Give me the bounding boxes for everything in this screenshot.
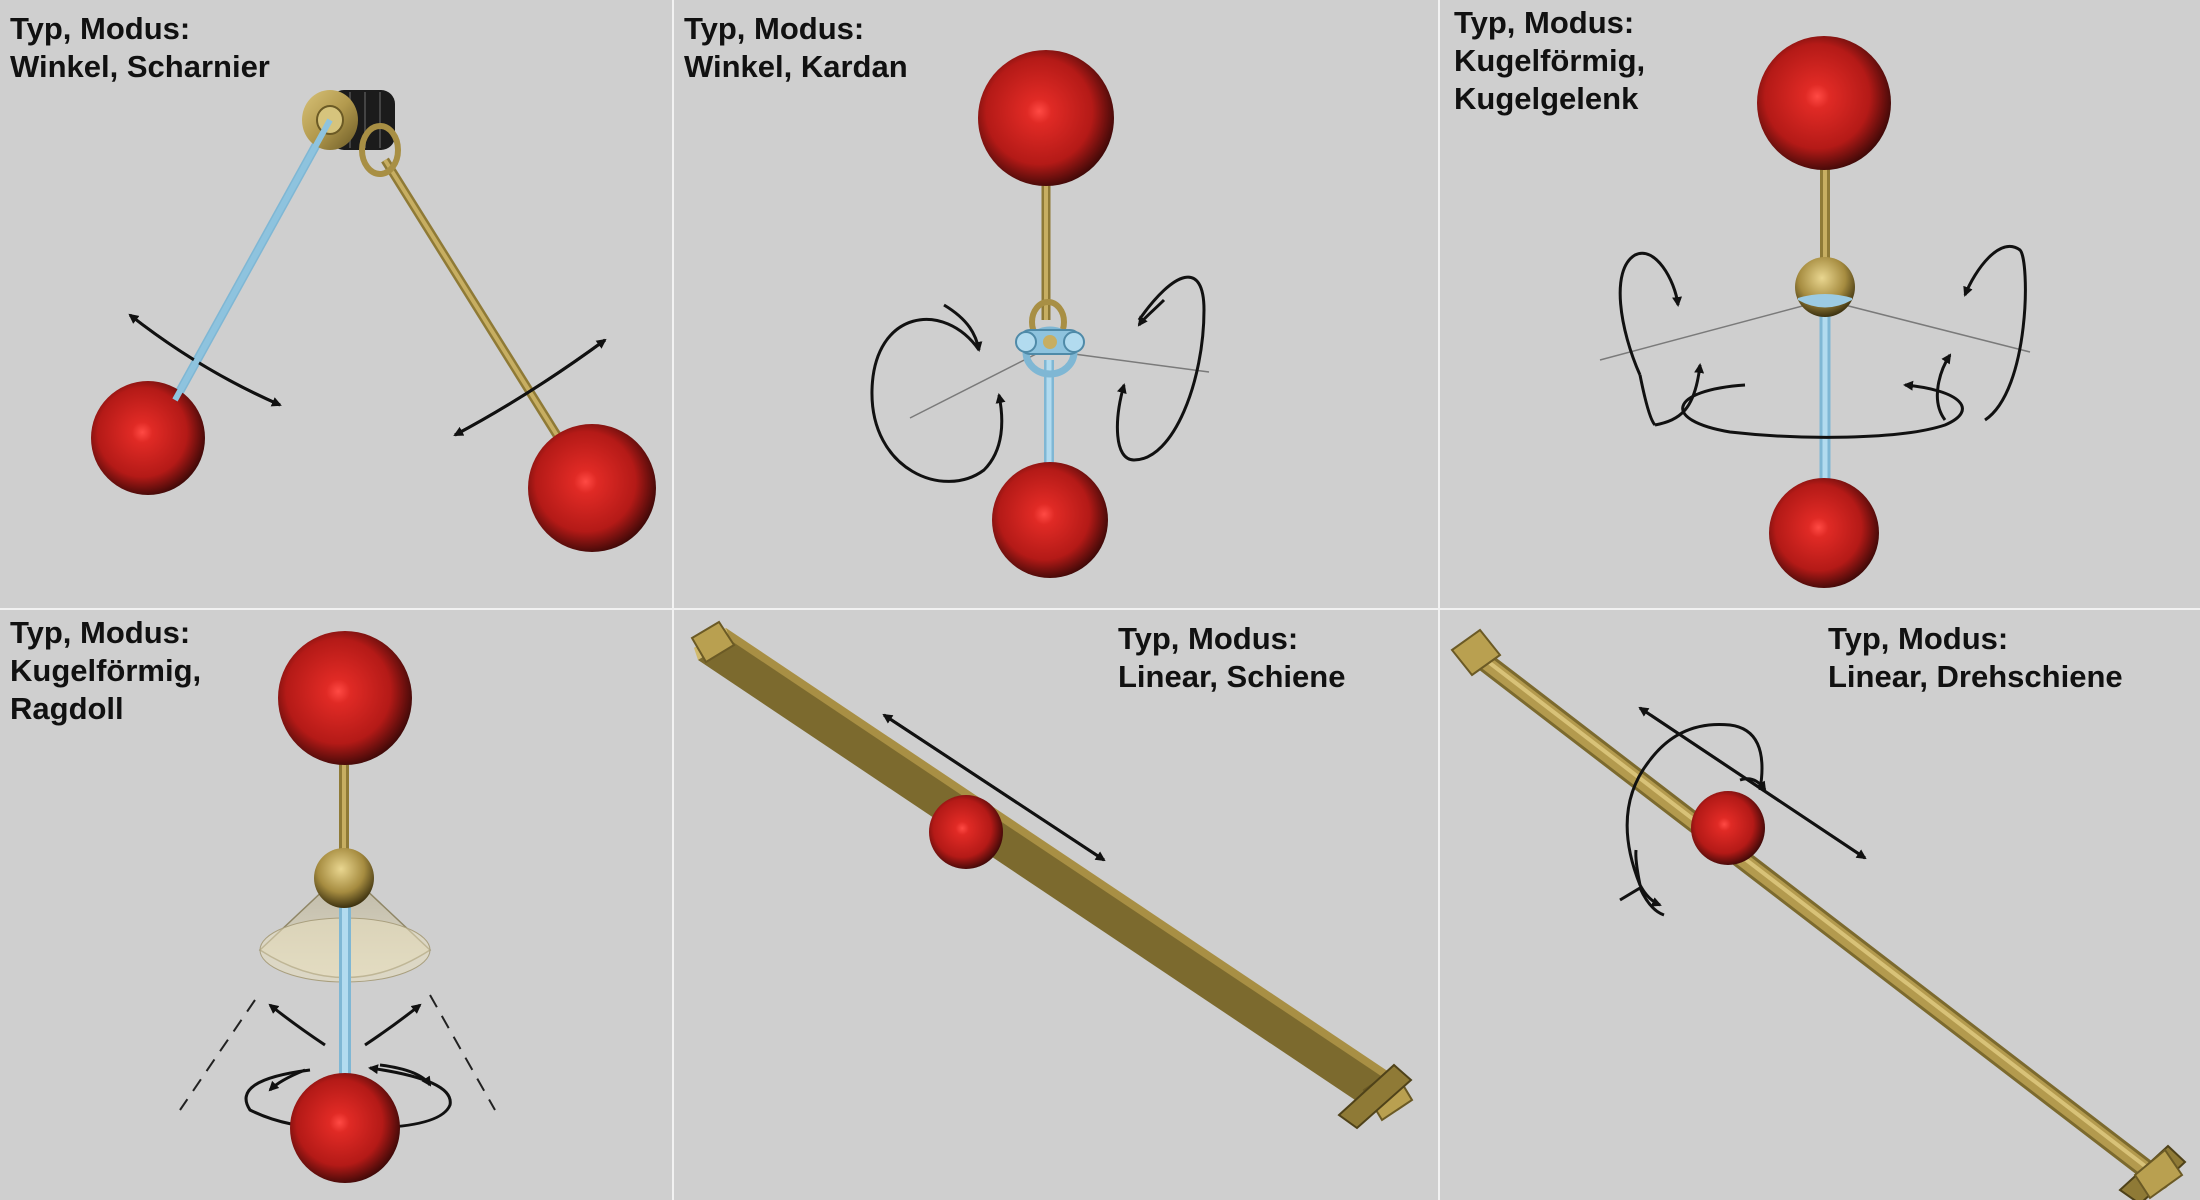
panel-label: Typ, Modus: Kugelförmig, Kugelgelenk	[1454, 5, 1646, 116]
panel-divider	[0, 608, 2200, 610]
cone-guide	[179, 999, 256, 1111]
red-sphere	[978, 50, 1114, 186]
panel-rail: Typ, Modus: Linear, Schiene	[674, 610, 1438, 1200]
round-rail	[1450, 628, 2187, 1200]
red-sphere	[278, 631, 412, 765]
ball-joint	[314, 848, 374, 908]
rotation-arrow	[1625, 722, 1764, 907]
rail-illustration	[690, 620, 1414, 1130]
panel-ragdoll: Typ, Modus: Kugelförmig, Ragdoll	[0, 610, 672, 1200]
balljoint-illustration	[1599, 36, 2031, 588]
red-sphere	[1691, 791, 1765, 865]
rotation-arrow-right	[1963, 245, 2027, 422]
gimbal-joint	[1015, 299, 1085, 378]
hinge-illustration	[91, 90, 656, 552]
red-sphere	[929, 795, 1003, 869]
panel-cardan: Typ, Modus: Winkel, Kardan	[674, 0, 1438, 608]
panel-label: Typ, Modus: Kugelförmig, Ragdoll	[10, 615, 202, 726]
axis-line	[909, 349, 1045, 419]
rotation-arrow-left	[1618, 251, 1683, 376]
panel-label: Typ, Modus: Winkel, Kardan	[684, 11, 908, 84]
ragdoll-illustration	[179, 631, 496, 1183]
panel-divider	[1438, 0, 1440, 1200]
cardan-illustration	[870, 50, 1210, 578]
red-sphere	[528, 424, 656, 552]
panel-divider	[672, 0, 674, 1200]
red-sphere	[290, 1073, 400, 1183]
panel-label: Typ, Modus: Linear, Drehschiene	[1828, 621, 2123, 694]
red-sphere	[992, 462, 1108, 578]
panel-label: Typ, Modus: Winkel, Scharnier	[10, 11, 270, 84]
panel-hinge: Typ, Modus: Winkel, Scharnier	[0, 0, 672, 608]
red-sphere	[91, 381, 205, 495]
panel-balljoint: Typ, Modus: Kugelförmig, Kugelgelenk	[1440, 0, 2200, 608]
twistrail-illustration	[1450, 628, 2187, 1200]
rotation-arrow-axial	[1681, 380, 1964, 439]
swing-arrow	[268, 1003, 326, 1047]
red-sphere	[1769, 478, 1879, 588]
axis-line	[1599, 299, 1826, 361]
square-rail	[690, 620, 1414, 1130]
hinge-cylinder	[302, 90, 401, 177]
rotation-arrow-right	[1115, 275, 1206, 462]
ball-joint	[1795, 257, 1855, 317]
panel-twistrail: Typ, Modus: Linear, Drehschiene	[1440, 610, 2200, 1200]
panel-label: Typ, Modus: Linear, Schiene	[1118, 621, 1346, 694]
rotation-arrow-left	[870, 317, 1006, 483]
red-sphere	[1757, 36, 1891, 170]
